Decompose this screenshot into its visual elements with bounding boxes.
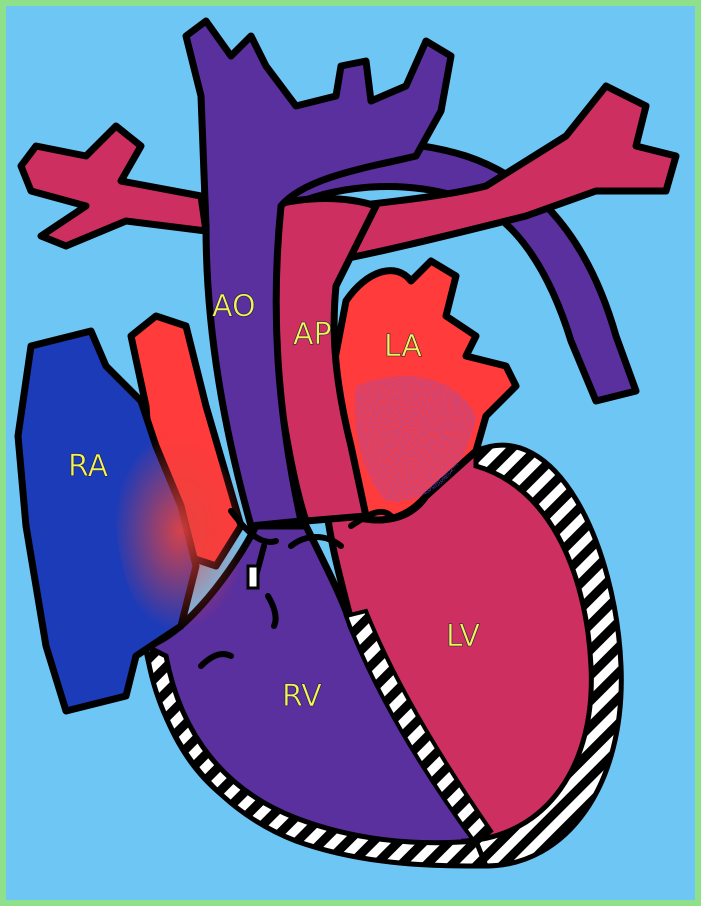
label-ao: AO xyxy=(212,289,256,324)
label-lv: LV xyxy=(446,619,480,654)
heart-diagram: AO AP LA RA LV RV xyxy=(6,6,695,900)
label-ap: AP xyxy=(293,317,332,352)
label-rv: RV xyxy=(282,679,322,714)
diagram-frame: AO AP LA RA LV RV xyxy=(6,6,695,900)
label-la: LA xyxy=(384,329,422,364)
valve-notch xyxy=(248,566,258,588)
label-ra: RA xyxy=(68,449,109,484)
